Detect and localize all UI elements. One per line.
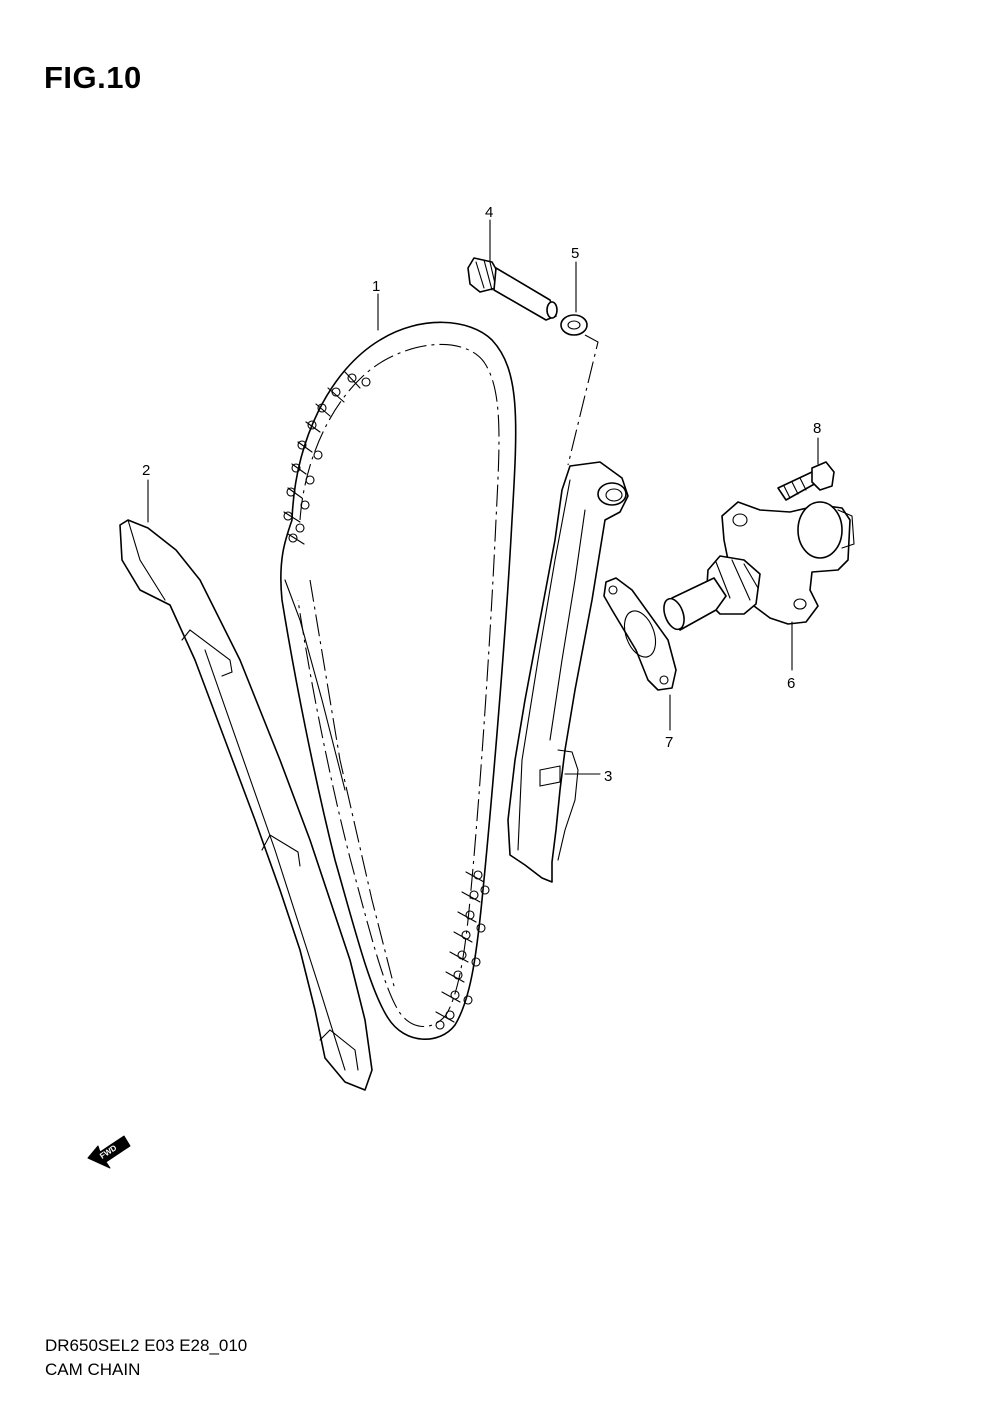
- callout-4: 4: [485, 204, 493, 221]
- bolt-part-4: [467, 257, 558, 321]
- assembly-line: [567, 334, 599, 466]
- washer-part-5: [560, 314, 588, 336]
- tensioner-guide-part-3: [507, 461, 629, 883]
- callout-7: 7: [665, 734, 673, 751]
- callout-5: 5: [571, 245, 579, 262]
- callout-8: 8: [813, 420, 821, 437]
- callout-leaders: [147, 219, 819, 775]
- callout-2: 2: [142, 462, 150, 479]
- fwd-arrow-icon: FWD: [87, 1135, 131, 1169]
- tensioner-adjuster-part-6: [663, 501, 855, 631]
- model-code: DR650SEL2 E03 E28_010: [45, 1336, 248, 1355]
- chain-guide-part-2: [119, 519, 373, 1091]
- callout-6: 6: [787, 675, 795, 692]
- section-name: CAM CHAIN: [45, 1360, 141, 1379]
- figure-title: FIG.10: [44, 60, 142, 95]
- cam-chain-part-1: [280, 321, 517, 1040]
- bolt-part-8: [777, 461, 835, 501]
- callout-1: 1: [372, 278, 380, 295]
- callout-3: 3: [604, 768, 612, 785]
- gasket-part-7: [603, 577, 677, 691]
